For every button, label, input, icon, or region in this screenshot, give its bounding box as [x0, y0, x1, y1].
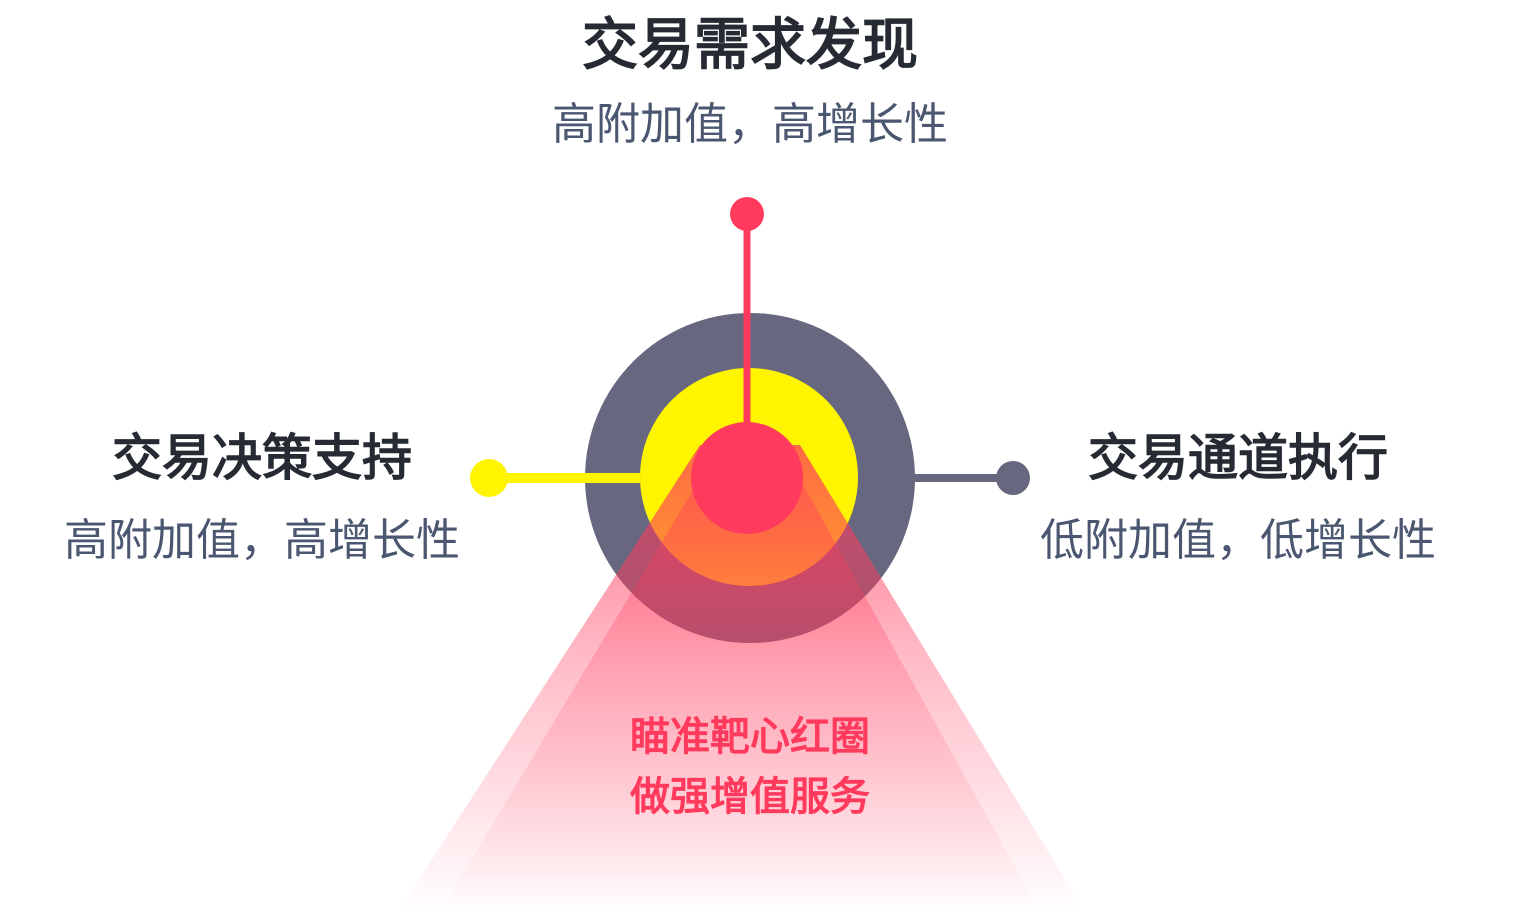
right-title: 交易通道执行	[1088, 429, 1388, 487]
bullseye	[691, 422, 803, 534]
top-dot	[730, 197, 764, 231]
left-subtitle: 高附加值，高增长性	[64, 515, 460, 566]
right-subtitle: 低附加值，低增长性	[1040, 515, 1436, 566]
center-line-1: 瞄准靶心红圈	[630, 714, 870, 760]
left-dot	[470, 459, 508, 497]
top-subtitle: 高附加值，高增长性	[552, 99, 948, 150]
right-dot	[996, 461, 1030, 495]
center-line-2: 做强增值服务	[630, 774, 870, 820]
left-title: 交易决策支持	[112, 429, 412, 487]
top-title: 交易需求发现	[582, 13, 918, 78]
light-cone-inner	[440, 470, 1040, 912]
